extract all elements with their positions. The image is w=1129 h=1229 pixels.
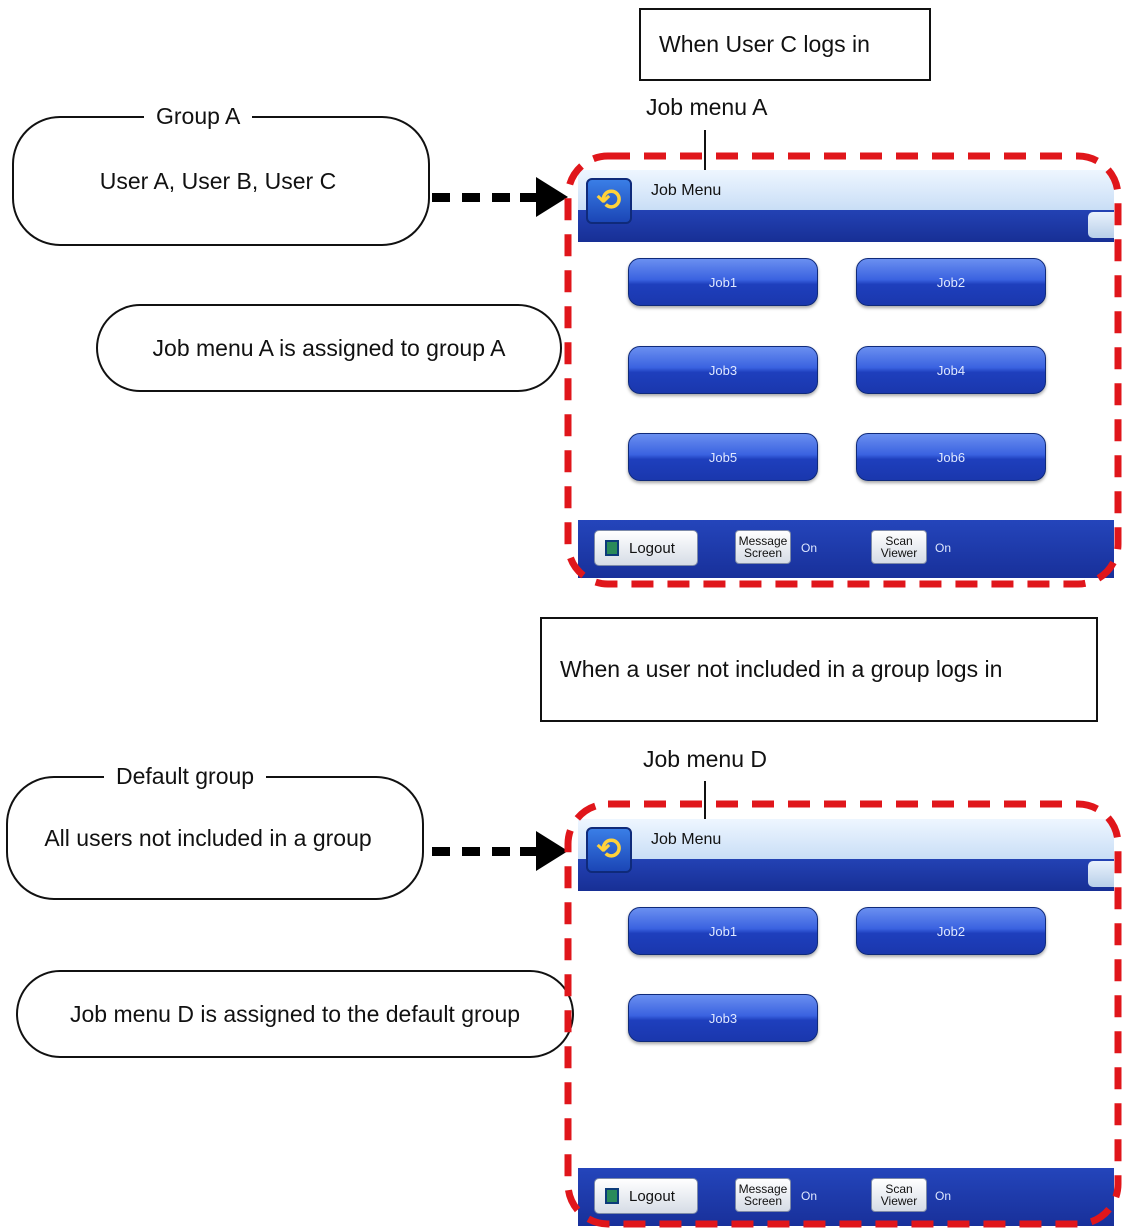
job-button-3[interactable]: Job3 [628, 346, 818, 394]
group-a-name: Group A [144, 102, 253, 130]
condition-text-a: When User C logs in [659, 31, 870, 57]
note-d-box: Job menu D is assigned to the default gr… [16, 970, 574, 1058]
group-a-members: User A, User B, User C [99, 167, 337, 194]
logout-label: Logout [629, 1187, 675, 1205]
side-tab[interactable] [1088, 212, 1114, 238]
job-button-2[interactable]: Job2 [856, 258, 1046, 306]
job-menu-screen-d: ⟲ Job Menu Job1 Job2 Job3 Logout Message… [578, 819, 1114, 1227]
message-screen-line2: Screen [743, 1194, 782, 1208]
logout-button[interactable]: Logout [594, 530, 698, 566]
refresh-icon: ⟲ [596, 833, 622, 866]
note-a-text: Job menu A is assigned to group A [152, 334, 506, 361]
logout-button[interactable]: Logout [594, 1178, 698, 1214]
menu-switch-button[interactable]: ⟲ [586, 178, 632, 224]
title-bar [578, 819, 1114, 891]
condition-box-d: When a user not included in a group logs… [540, 617, 1098, 722]
default-group-members: All users not included in a group [44, 824, 372, 851]
refresh-icon: ⟲ [596, 184, 622, 217]
default-group-name: Default group [104, 762, 267, 790]
arrow-a [432, 177, 572, 217]
group-a-box: Group A User A, User B, User C [12, 102, 430, 246]
job-menu-screen-a: ⟲ Job Menu Job1 Job2 Job3 Job4 Job5 Job6… [578, 170, 1114, 580]
job-button-4[interactable]: Job4 [856, 346, 1046, 394]
scan-viewer-status: On [935, 541, 952, 555]
scan-viewer-line2: Viewer [880, 546, 918, 560]
logout-icon [605, 1188, 619, 1204]
job-button-1[interactable]: Job1 [628, 907, 818, 955]
screen-title: Job Menu [651, 182, 722, 199]
message-screen-status: On [801, 1189, 818, 1203]
job-button-3[interactable]: Job3 [628, 994, 818, 1042]
job-button-1[interactable]: Job1 [628, 258, 818, 306]
screen-title: Job Menu [651, 831, 722, 848]
job-menu-d-label: Job menu D [643, 746, 768, 772]
side-tab[interactable] [1088, 861, 1114, 887]
logout-label: Logout [629, 539, 675, 557]
note-a-box: Job menu A is assigned to group A [96, 304, 562, 392]
condition-text-d: When a user not included in a group logs… [560, 656, 1003, 682]
logout-icon [605, 540, 619, 556]
scan-viewer-status: On [935, 1189, 952, 1203]
job-button-2[interactable]: Job2 [856, 907, 1046, 955]
job-button-6[interactable]: Job6 [856, 433, 1046, 481]
condition-box-a: When User C logs in [639, 8, 931, 81]
message-screen-line2: Screen [743, 546, 782, 560]
default-group-box: Default group All users not included in … [6, 762, 424, 900]
message-screen-status: On [801, 541, 818, 555]
job-menu-a-label: Job menu A [646, 94, 768, 120]
menu-switch-button[interactable]: ⟲ [586, 827, 632, 873]
arrow-d [432, 831, 572, 871]
scan-viewer-line2: Viewer [880, 1194, 918, 1208]
note-d-text: Job menu D is assigned to the default gr… [69, 1000, 521, 1027]
job-button-5[interactable]: Job5 [628, 433, 818, 481]
title-bar [578, 170, 1114, 242]
